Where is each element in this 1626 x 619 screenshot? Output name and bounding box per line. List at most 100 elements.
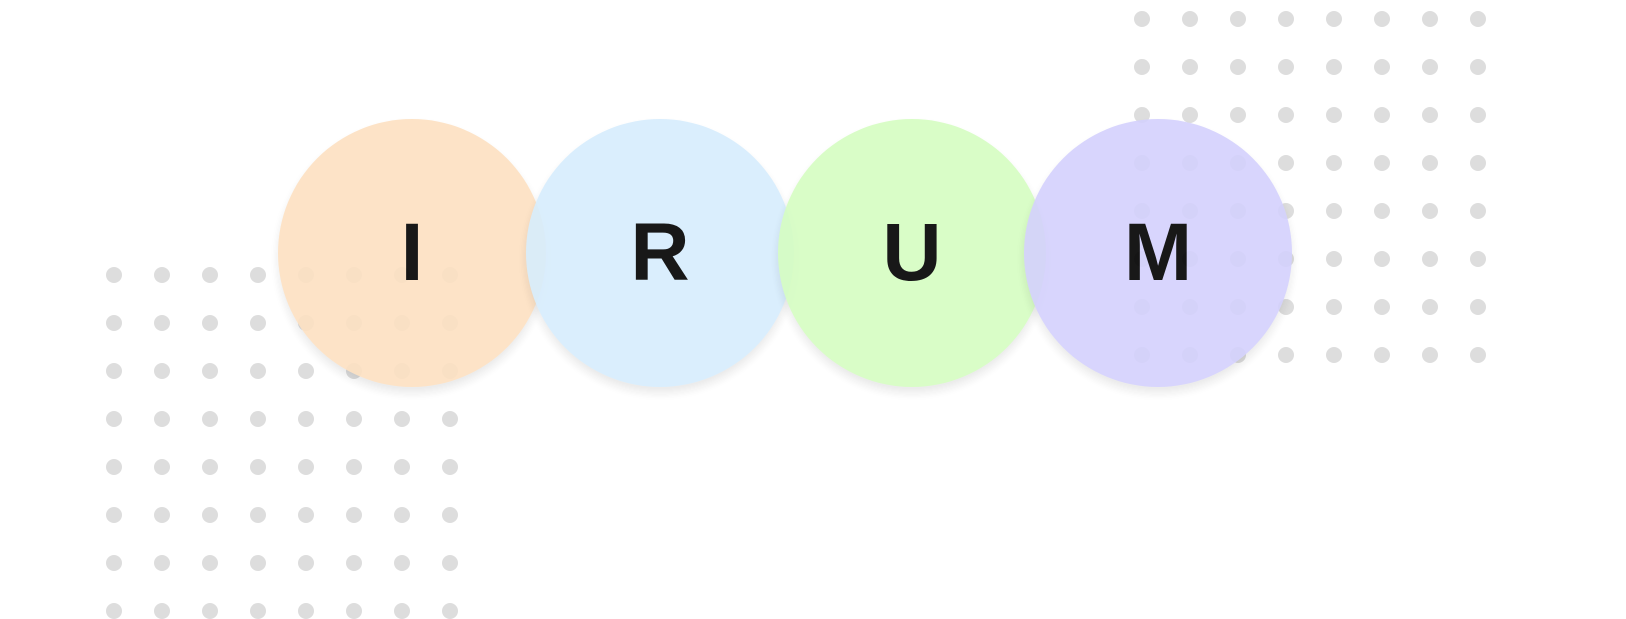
dot [1374, 299, 1390, 315]
dot [106, 459, 122, 475]
dot [442, 555, 458, 571]
dot [1134, 59, 1150, 75]
dot [1326, 11, 1342, 27]
dot [1278, 59, 1294, 75]
dot [154, 363, 170, 379]
circle-letter: I [400, 207, 424, 298]
circle-r: R [526, 119, 794, 387]
dot [394, 411, 410, 427]
dot [1230, 59, 1246, 75]
dot [298, 507, 314, 523]
dot [1326, 155, 1342, 171]
dot [106, 603, 122, 619]
dot [1374, 251, 1390, 267]
dot [394, 555, 410, 571]
dot [442, 603, 458, 619]
dot [250, 507, 266, 523]
dot [1470, 203, 1486, 219]
dot [1422, 299, 1438, 315]
dot [298, 555, 314, 571]
dot [1470, 59, 1486, 75]
dot [202, 555, 218, 571]
dot [1374, 155, 1390, 171]
dot [1374, 347, 1390, 363]
dot [346, 555, 362, 571]
circle-letter: M [1123, 207, 1193, 298]
dot [1470, 155, 1486, 171]
dot [1422, 59, 1438, 75]
dot [394, 603, 410, 619]
dot [106, 363, 122, 379]
dot [250, 267, 266, 283]
dot [298, 363, 314, 379]
dot [106, 507, 122, 523]
dot [1182, 107, 1198, 123]
dot [154, 315, 170, 331]
dot [202, 411, 218, 427]
dot [394, 507, 410, 523]
dot [1374, 59, 1390, 75]
dot [1230, 107, 1246, 123]
dot [1422, 203, 1438, 219]
dot [1422, 251, 1438, 267]
dot [1326, 203, 1342, 219]
dot [1422, 11, 1438, 27]
dot [1278, 107, 1294, 123]
dot [1374, 11, 1390, 27]
dot [202, 459, 218, 475]
dot [1422, 155, 1438, 171]
dot [202, 363, 218, 379]
dot [202, 267, 218, 283]
dot [1470, 347, 1486, 363]
dot [250, 603, 266, 619]
dot [1326, 299, 1342, 315]
dot [1470, 107, 1486, 123]
dot [346, 411, 362, 427]
dot [442, 507, 458, 523]
dot [1470, 251, 1486, 267]
dot [250, 411, 266, 427]
dot [106, 411, 122, 427]
dot [346, 459, 362, 475]
dot [1470, 11, 1486, 27]
dot [394, 459, 410, 475]
dot [298, 603, 314, 619]
dot [1422, 347, 1438, 363]
dot [1374, 203, 1390, 219]
dot [1422, 107, 1438, 123]
dot [154, 603, 170, 619]
dot [346, 507, 362, 523]
dot [154, 459, 170, 475]
dot [1326, 59, 1342, 75]
dot [106, 555, 122, 571]
dot [442, 411, 458, 427]
dot [1470, 299, 1486, 315]
dot [298, 459, 314, 475]
dot [1278, 347, 1294, 363]
dot [1134, 11, 1150, 27]
circle-letter: U [882, 207, 942, 298]
dot [202, 603, 218, 619]
dot [154, 411, 170, 427]
dot [1326, 347, 1342, 363]
dot [1278, 11, 1294, 27]
dot [1326, 251, 1342, 267]
dot [1182, 11, 1198, 27]
dot [250, 315, 266, 331]
dot [250, 555, 266, 571]
circle-u: U [778, 119, 1046, 387]
dot [202, 507, 218, 523]
dot [442, 459, 458, 475]
dot [154, 555, 170, 571]
circle-i: I [278, 119, 546, 387]
dot [106, 267, 122, 283]
circle-letter: R [630, 207, 690, 298]
dot [1326, 107, 1342, 123]
dot [154, 267, 170, 283]
circle-m: M [1024, 119, 1292, 387]
dot [250, 363, 266, 379]
dot [202, 315, 218, 331]
dot [346, 603, 362, 619]
dot [1278, 155, 1294, 171]
dot [106, 315, 122, 331]
